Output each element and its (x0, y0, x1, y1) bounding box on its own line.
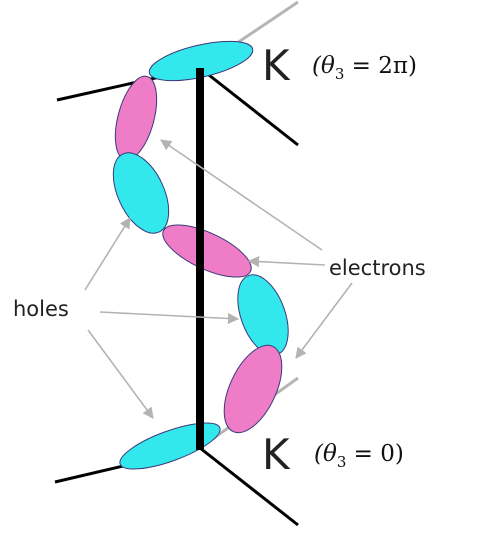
hole-pocket-bottom (119, 422, 221, 470)
hole-pocket-top (148, 40, 254, 82)
top-subscript: 3 (335, 65, 345, 83)
hole-arrows (84, 217, 240, 419)
electron-arrow-3 (295, 282, 353, 359)
top-axis-right (199, 66, 299, 147)
hole-arrow-1 (84, 217, 131, 291)
top-k-label: K (262, 41, 291, 90)
hole-arrow-2 (99, 311, 240, 325)
top-equation: = 2π) (344, 53, 417, 79)
electrons-label: electrons (329, 256, 426, 280)
electron-pocket-2 (162, 224, 252, 278)
bottom-subscript: 3 (337, 453, 347, 471)
hole-pocket-1 (112, 152, 170, 234)
bottom-axis-right (199, 446, 299, 527)
electron-arrows (160, 139, 353, 359)
electron-pocket-3 (223, 344, 283, 434)
hole-arrow-3 (87, 329, 154, 419)
bottom-equation: = 0) (346, 441, 404, 467)
fermi-pockets (112, 40, 289, 470)
electron-arrow-2 (247, 255, 326, 268)
bottom-theta-label: (θ3 = 0) (314, 441, 404, 471)
top-theta-label: (θ3 = 2π) (312, 53, 417, 83)
bottom-k-label: K (262, 430, 291, 479)
holes-label: holes (13, 297, 69, 321)
electron-arrow-1 (160, 139, 323, 251)
